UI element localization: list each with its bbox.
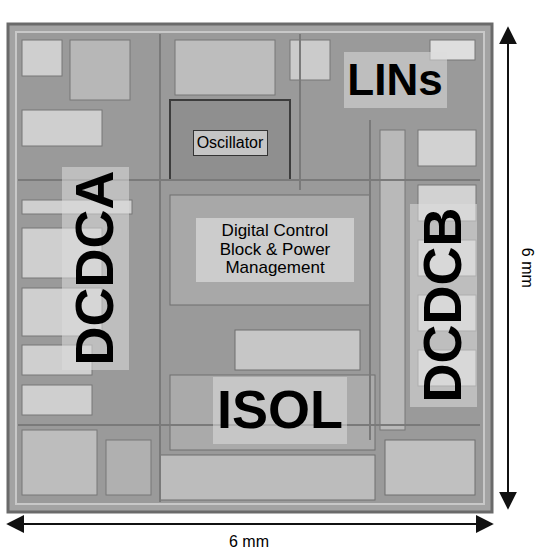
region-label: DCDCB (410, 204, 477, 407)
block-name: Digital Control Block & Power Management (200, 222, 350, 278)
dimension-label: 6 mm (518, 245, 536, 291)
region-label: ISOL (213, 377, 347, 444)
seal-ring (16, 32, 484, 504)
region-label: DCDCA (62, 167, 129, 370)
routing-lines (18, 34, 480, 502)
dimension-arrow (507, 28, 509, 508)
region-label: LINs (344, 52, 447, 108)
center-cells (160, 195, 475, 500)
dimension-label: 6 mm (226, 533, 272, 551)
top-cells (70, 40, 475, 180)
block-name: LINs (347, 56, 442, 104)
dimension-arrow (8, 523, 492, 525)
digital-block: Digital Control Block & Power Management (196, 218, 354, 282)
oscillator-block: Oscillator (193, 130, 268, 156)
left-cells (22, 40, 151, 495)
die-frame (8, 24, 492, 512)
block-name: Oscillator (197, 134, 264, 152)
block-name: ISOL (217, 380, 343, 439)
block-name: DCDCB (413, 208, 472, 403)
right-cells (380, 130, 476, 430)
block-name: DCDCA (65, 171, 124, 366)
